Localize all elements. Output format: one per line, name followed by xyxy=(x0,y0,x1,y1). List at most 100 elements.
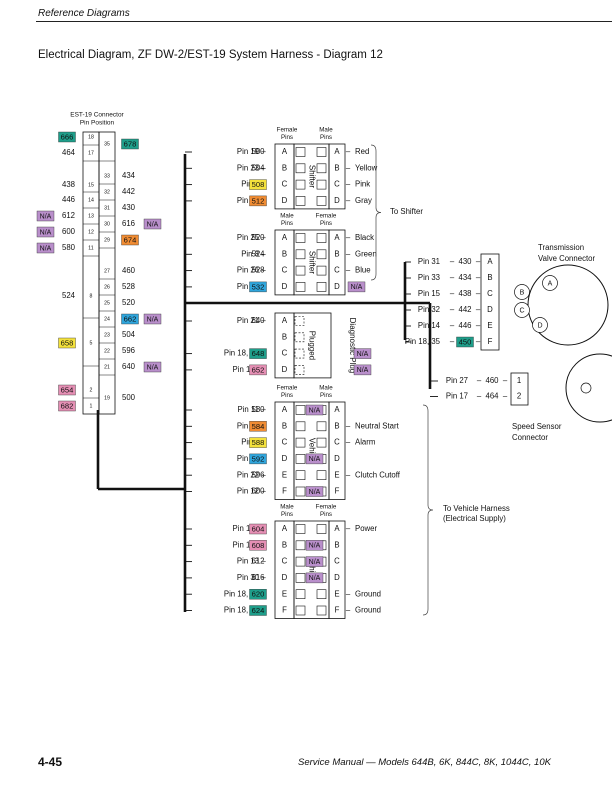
na-swatch xyxy=(305,486,324,497)
na-swatch xyxy=(36,242,55,254)
pin-letter: D xyxy=(334,282,340,291)
pin-cavity xyxy=(316,147,327,157)
na-swatch xyxy=(143,218,162,230)
pin-cavity xyxy=(316,524,327,534)
pin-ref: Pin 14 xyxy=(418,321,441,330)
connector-pin-number: 35 xyxy=(104,141,110,147)
connector-wire-504: 504 xyxy=(122,330,136,339)
pin-letter: C xyxy=(334,557,340,566)
pin-letter: A xyxy=(334,233,340,242)
pin-ref: Pin 32 xyxy=(418,305,440,314)
na-label: N/A xyxy=(147,221,159,228)
na-label: N/A xyxy=(351,284,363,291)
connector-wire-438: 438 xyxy=(62,180,75,189)
pin-letter: F xyxy=(282,487,287,496)
pin-letter: C xyxy=(334,180,340,189)
connector-wire-612: 612 xyxy=(62,211,75,220)
connector-wire-520: 520 xyxy=(122,298,136,307)
valve-pin-circle xyxy=(532,317,548,333)
function-label: Neutral Start xyxy=(355,421,400,430)
pin-letter: C xyxy=(487,289,493,298)
connector-title: EST-19 Connector xyxy=(70,112,124,119)
connector-pin-number: 22 xyxy=(104,348,110,354)
wire-588: 588 xyxy=(252,438,265,447)
connector-pin-number: 8 xyxy=(90,293,93,299)
pin-letter: B xyxy=(282,421,287,430)
wire-dash: – xyxy=(261,487,266,496)
wire-dash: – xyxy=(450,321,455,330)
connector-title: Pin Position xyxy=(80,120,115,127)
na-swatch xyxy=(353,364,372,376)
na-swatch xyxy=(353,348,372,359)
wire-dash: – xyxy=(261,249,266,258)
wire-592-swatch xyxy=(249,453,267,465)
wire-596: 596 xyxy=(251,470,264,479)
na-swatch xyxy=(143,361,162,373)
function-label: Gray xyxy=(355,196,372,205)
wire-652-swatch xyxy=(249,364,267,376)
connector-wire-596: 596 xyxy=(122,346,135,355)
connector-pin-number: 25 xyxy=(104,300,110,306)
pin-cavity xyxy=(295,486,306,497)
pin-cavity xyxy=(295,249,306,260)
pin-cavity xyxy=(316,470,327,481)
wire-508-swatch xyxy=(249,179,267,190)
na-label: N/A xyxy=(357,351,369,358)
pin-type-header: Male xyxy=(280,213,294,220)
connector-pin-number: 13 xyxy=(88,213,94,219)
pin-ref: Pin 23 xyxy=(237,163,259,172)
pin-letter: F xyxy=(335,487,340,496)
wire-508: 508 xyxy=(252,180,265,189)
connector-wire-446: 446 xyxy=(62,195,75,204)
na-label: N/A xyxy=(40,245,52,252)
function-label: Clutch Cutoff xyxy=(355,470,401,479)
pin-letter: D xyxy=(282,196,288,205)
header-rule xyxy=(36,21,612,22)
pin-ref: Pin 29 xyxy=(237,196,259,205)
wire-dash: – xyxy=(450,337,455,346)
connector-wire-654: 654 xyxy=(61,386,74,395)
wire-604: 604 xyxy=(252,525,265,534)
pin-ref: Pin 33 xyxy=(418,273,440,282)
pin-letter: 2 xyxy=(517,392,521,401)
pin-cavity xyxy=(295,556,306,567)
pin-letter: C xyxy=(282,438,288,447)
valve-connector-title: Transmission xyxy=(538,243,584,252)
connector-wire-580: 580 xyxy=(62,243,76,252)
pin-cavity xyxy=(316,421,327,432)
wire-dash: – xyxy=(476,305,481,314)
connector-vehicle-female-label: Vehicle xyxy=(307,438,316,464)
wire-640: 640 xyxy=(251,316,265,325)
wire-dash: – xyxy=(503,376,508,385)
pin-cavity xyxy=(295,589,306,600)
wire-dash: – xyxy=(476,289,481,298)
pin-letter: B xyxy=(334,249,339,258)
wire-dash: – xyxy=(476,257,481,266)
valve-connector-housing xyxy=(480,253,500,351)
wire-520: 520 xyxy=(251,233,265,242)
pin-type-header: Pins xyxy=(281,392,293,399)
pin-letter: D xyxy=(334,454,340,463)
function-label: Power xyxy=(355,524,378,533)
connector-wire-666: 666 xyxy=(61,133,74,142)
pin-ref: Pin 1, 2 xyxy=(233,540,259,549)
wire-dash: – xyxy=(346,249,351,258)
pin-letter: B xyxy=(487,273,492,282)
pin-cavity xyxy=(316,265,327,276)
connector-label-box xyxy=(293,229,330,296)
connector-pin-number: 26 xyxy=(104,284,110,290)
pin-letter: A xyxy=(487,257,493,266)
valve-connector-title: Valve Connector xyxy=(538,254,595,263)
valve-connector-face xyxy=(527,264,609,346)
pin-letter: B xyxy=(282,163,287,172)
wire-dash: – xyxy=(261,405,266,414)
wire-652: 652 xyxy=(252,365,265,374)
wire-592: 592 xyxy=(252,454,265,463)
pin-cavity xyxy=(295,524,306,534)
wire-dash: – xyxy=(477,376,482,385)
wire-dash: – xyxy=(450,273,455,282)
connector-pin-number: 31 xyxy=(104,205,110,211)
wire-512: 512 xyxy=(252,196,265,205)
pin-cavity xyxy=(316,605,327,616)
pin-type-header: Pins xyxy=(281,134,293,141)
